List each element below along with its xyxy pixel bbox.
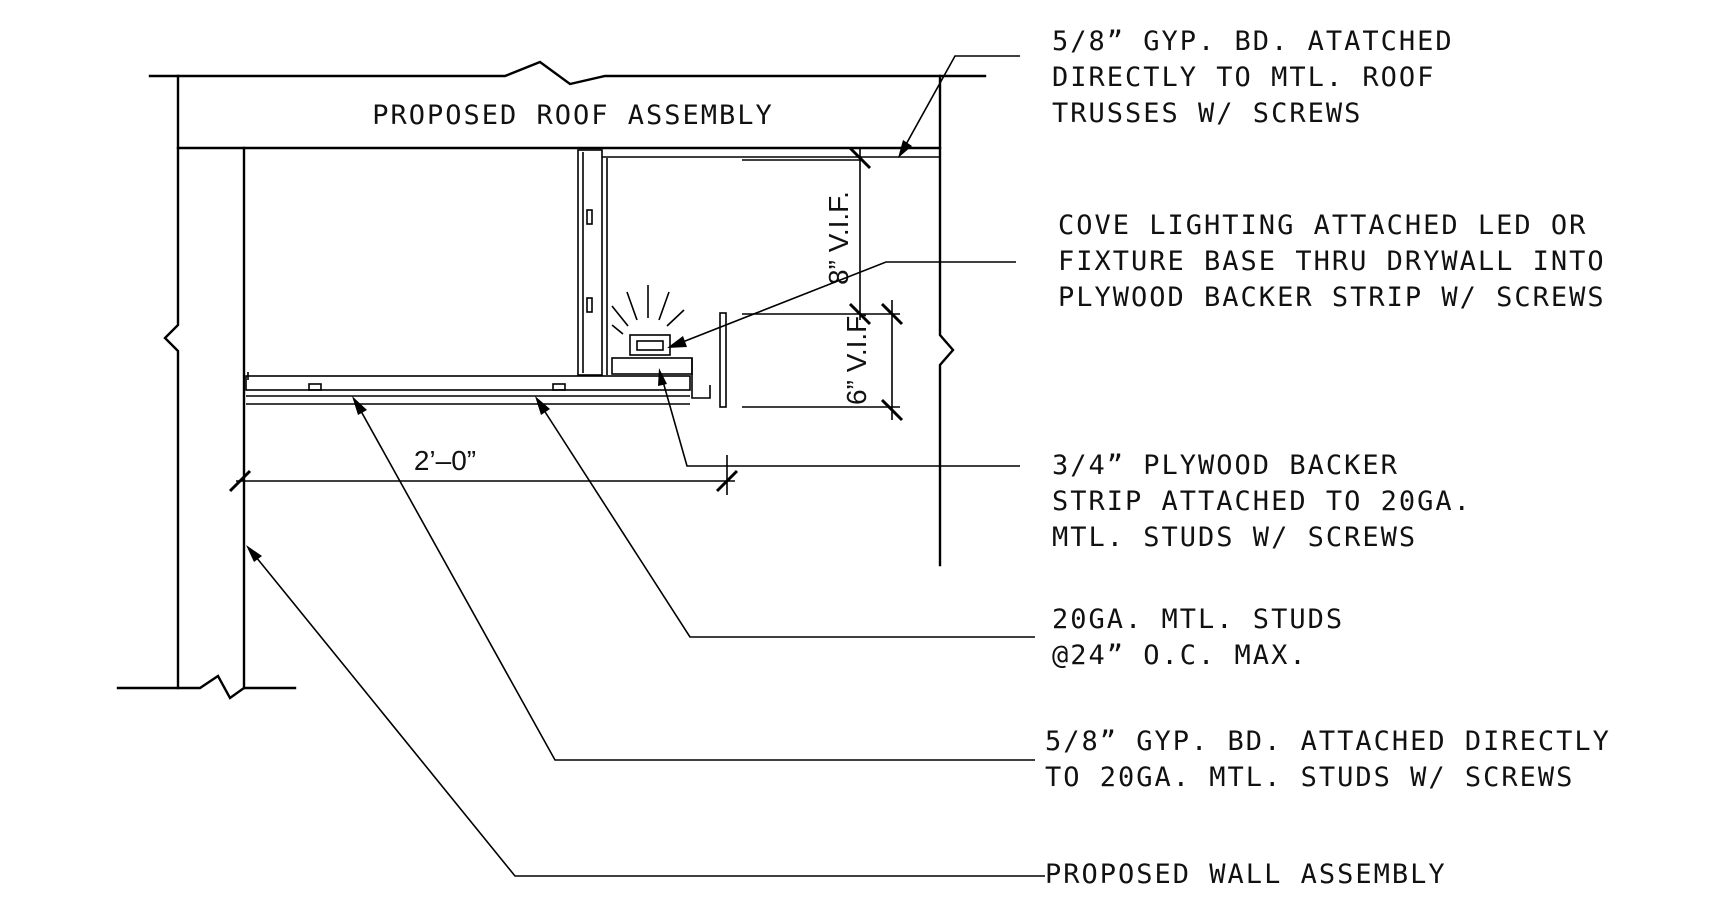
callout-plywood-backer: 3/4” PLYWOOD BACKER STRIP ATTACHED TO 20…: [1052, 450, 1472, 553]
callout-mtl-studs: 20GA. MTL. STUDS @24” O.C. MAX.: [1052, 604, 1345, 671]
leader-gyp-studs: [352, 396, 1035, 761]
horizontal-soffit-stud: [245, 372, 691, 405]
callout-gyp-roof: 5/8” GYP. BD. ATATCHED DIRECTLY TO MTL. …: [1052, 26, 1454, 129]
leader-mtl-studs: [535, 396, 1035, 638]
dimension-width: 2’–0”: [228, 445, 739, 495]
dimension-width-label: 2’–0”: [414, 445, 476, 476]
roof-assembly: [148, 60, 987, 150]
callout-gyp-studs: 5/8” GYP. BD. ATTACHED DIRECTLY TO 20GA.…: [1045, 726, 1611, 793]
led-cove-light: [611, 285, 685, 356]
leader-cove-lighting: [667, 261, 1016, 348]
roof-assembly-label: PROPOSED ROOF ASSEMBLY: [372, 100, 774, 131]
dimension-height-lower-label: 6” V.I.F.: [841, 311, 872, 405]
leader-plywood-backer: [658, 368, 1020, 467]
dimension-height: 8” V.I.F. 6” V.I.F.: [742, 146, 904, 422]
leader-wall-assembly: [246, 545, 1045, 877]
wall-assembly: [116, 74, 297, 700]
right-wall-line: [938, 74, 955, 567]
vertical-mtl-stud: [577, 149, 608, 376]
plywood-backer-strip: [611, 312, 727, 408]
leader-gyp-roof: [898, 55, 1020, 158]
dimension-height-upper-label: 8” V.I.F.: [823, 191, 854, 285]
callout-wall-assembly: PROPOSED WALL ASSEMBLY: [1045, 859, 1447, 890]
callout-cove-lighting: COVE LIGHTING ATTACHED LED OR FIXTURE BA…: [1058, 210, 1606, 313]
roof-gyp-board: [602, 156, 940, 161]
